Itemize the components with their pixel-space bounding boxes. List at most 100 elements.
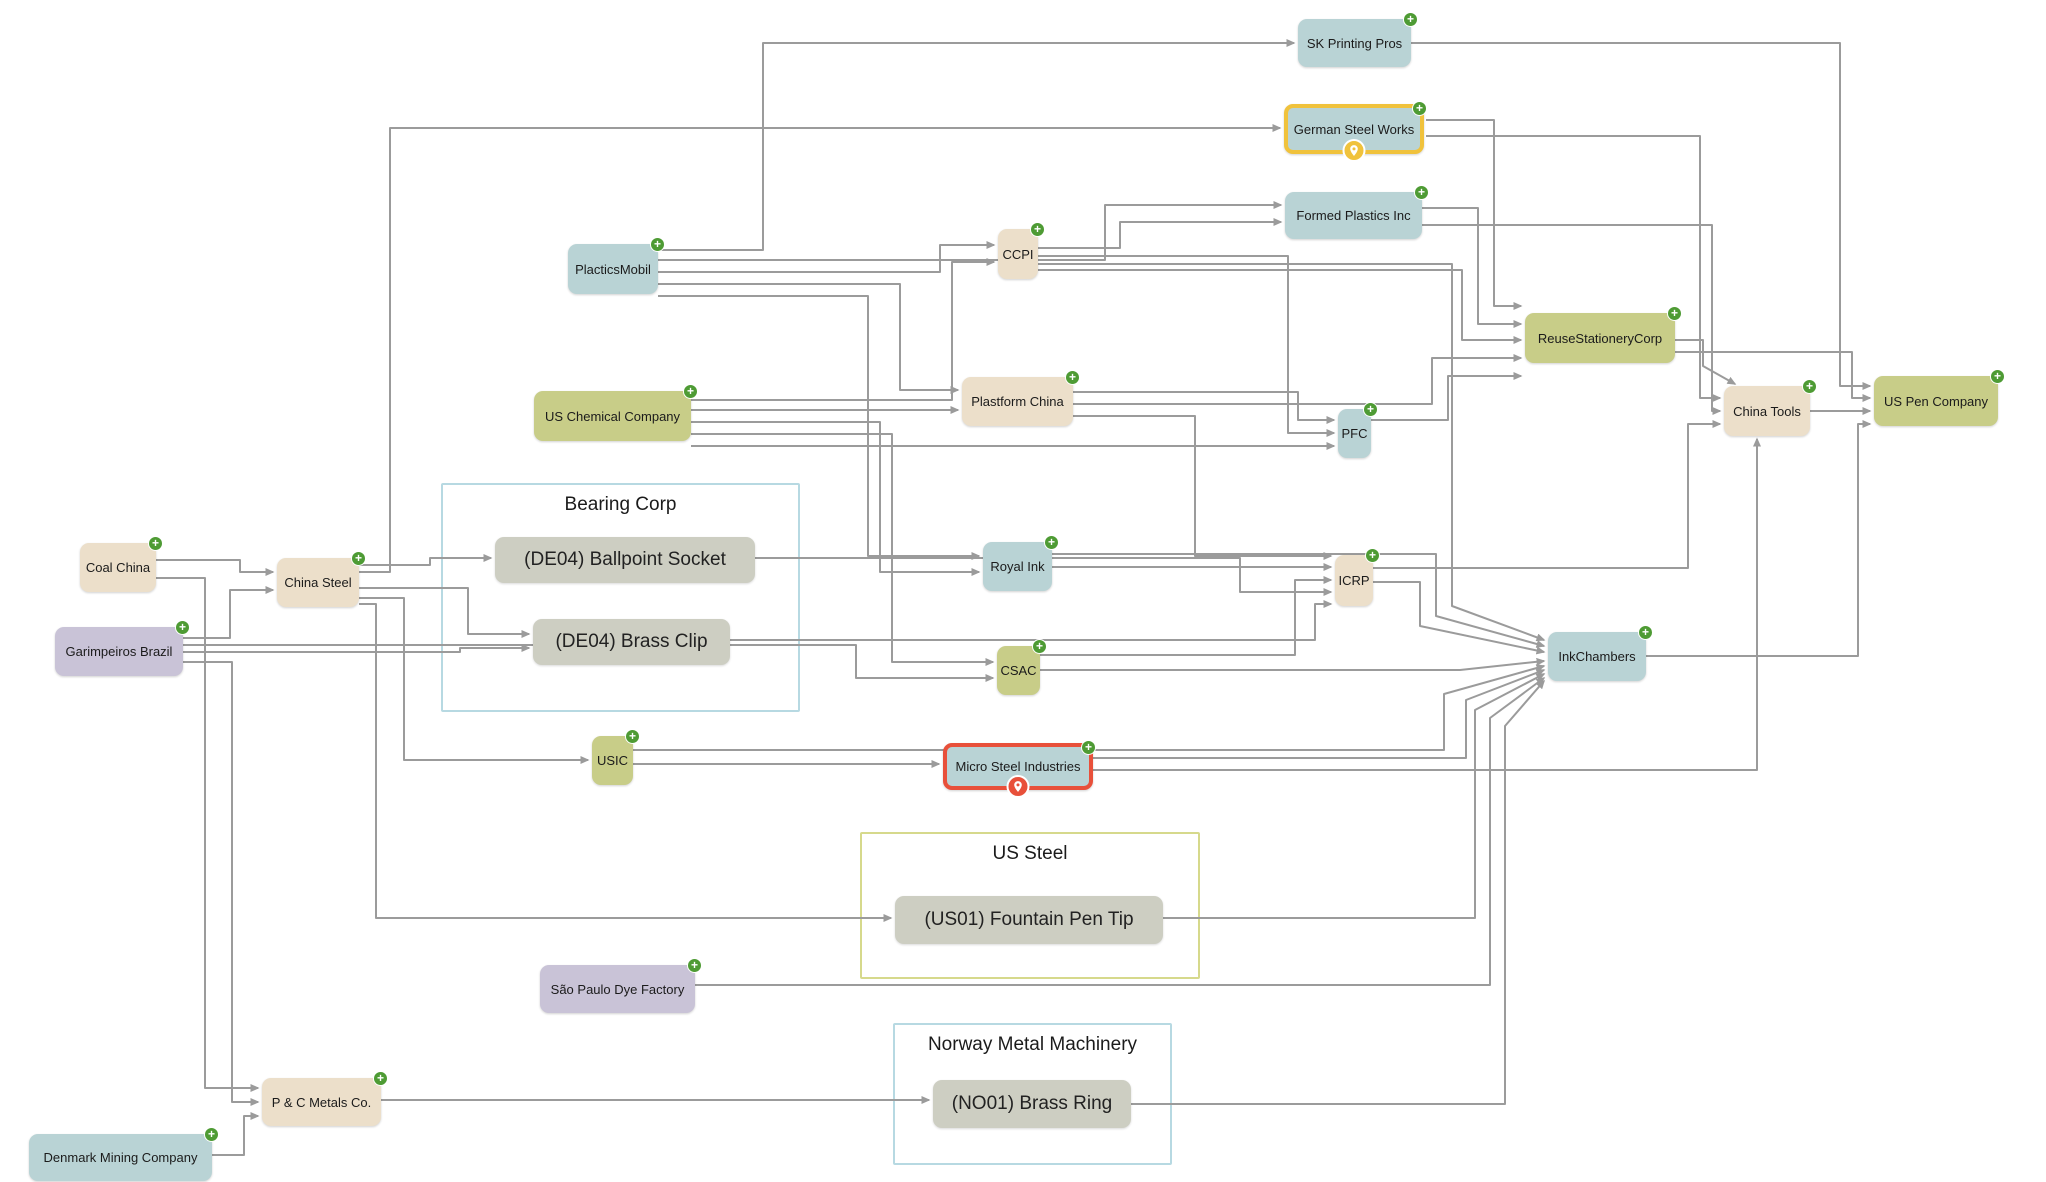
node-brass-ring[interactable]: (NO01) Brass Ring bbox=[933, 1080, 1131, 1128]
edge-china-steel-to-ballpoint-socket bbox=[359, 554, 493, 566]
node-label-sao-paulo-dye-factory: São Paulo Dye Factory bbox=[550, 981, 685, 997]
add-connection-icon[interactable]: + bbox=[1363, 402, 1378, 417]
node-coal-china[interactable]: Coal China + bbox=[80, 536, 163, 592]
node-sk-printing-pros[interactable]: SK Printing Pros+ bbox=[1298, 12, 1418, 67]
edge-icrp-to-inkchambers bbox=[1373, 581, 1546, 655]
node-fountain-pen-tip[interactable]: (US01) Fountain Pen Tip bbox=[895, 896, 1163, 944]
node-pfc[interactable]: PFC + bbox=[1338, 402, 1378, 458]
node-royal-ink[interactable]: Royal Ink+ bbox=[983, 535, 1059, 591]
group-bearing-corp: Bearing Corp bbox=[441, 483, 800, 712]
add-connection-icon[interactable]: + bbox=[683, 384, 698, 399]
add-connection-icon[interactable]: + bbox=[1802, 379, 1817, 394]
node-us-chemical-company[interactable]: US Chemical Company+ bbox=[534, 384, 698, 441]
edge-brass-clip-to-icrp bbox=[730, 600, 1333, 641]
add-connection-icon[interactable]: + bbox=[1638, 625, 1653, 640]
add-connection-icon[interactable]: + bbox=[1030, 222, 1045, 237]
edge-sk-printing-pros-to-us-pen-company bbox=[1411, 42, 1872, 390]
node-garimpeiros-brazil[interactable]: Garimpeiros Brazil+ bbox=[55, 620, 190, 676]
edge-plastform-china-to-reusestationerycorp bbox=[1073, 354, 1523, 405]
node-ballpoint-socket[interactable]: (DE04) Ballpoint Socket bbox=[495, 537, 755, 583]
edge-csac-to-inkchambers bbox=[1040, 657, 1546, 671]
node-usic[interactable]: USIC+ bbox=[592, 729, 640, 785]
edge-sao-paulo-dye-factory-to-inkchambers bbox=[695, 677, 1546, 986]
add-connection-icon[interactable]: + bbox=[1667, 306, 1682, 321]
node-label-brass-ring: (NO01) Brass Ring bbox=[951, 1093, 1113, 1114]
node-label-fountain-pen-tip: (US01) Fountain Pen Tip bbox=[924, 909, 1134, 930]
edge-garimpeiros-brazil-to-china-steel bbox=[183, 586, 275, 639]
node-german-steel-works[interactable]: German Steel Works + bbox=[1284, 101, 1427, 162]
node-reusestationerycorp[interactable]: ReuseStationeryCorp+ bbox=[1525, 306, 1682, 363]
add-connection-icon[interactable]: + bbox=[373, 1071, 388, 1086]
node-label-micro-steel-industries: Micro Steel Industries bbox=[955, 759, 1081, 774]
node-china-steel[interactable]: China Steel + bbox=[277, 551, 366, 607]
add-connection-icon[interactable]: + bbox=[1403, 12, 1418, 27]
add-connection-icon[interactable]: + bbox=[175, 620, 190, 635]
node-china-tools[interactable]: China Tools+ bbox=[1724, 379, 1817, 436]
node-label-ballpoint-socket: (DE04) Ballpoint Socket bbox=[524, 549, 726, 570]
edge-icrp-to-china-tools bbox=[1373, 420, 1722, 569]
node-label-inkchambers: InkChambers bbox=[1558, 649, 1636, 664]
add-connection-icon[interactable]: + bbox=[1990, 369, 2005, 384]
node-icrp[interactable]: ICRP+ bbox=[1335, 548, 1380, 606]
add-connection-icon[interactable]: + bbox=[148, 536, 163, 551]
edge-placticsmobil-to-sk-printing-pros bbox=[658, 39, 1296, 251]
add-connection-icon[interactable]: + bbox=[1412, 101, 1427, 116]
edge-china-steel-to-brass-clip bbox=[359, 587, 531, 638]
node-formed-plastics-inc[interactable]: Formed Plastics Inc+ bbox=[1285, 185, 1429, 239]
add-connection-icon[interactable]: + bbox=[1044, 535, 1059, 550]
edge-china-steel-to-fountain-pen-tip bbox=[359, 603, 893, 922]
node-label-brass-clip: (DE04) Brass Clip bbox=[555, 631, 708, 652]
add-connection-icon[interactable]: + bbox=[1065, 370, 1080, 385]
edge-plastform-china-to-icrp bbox=[1073, 415, 1333, 560]
edge-china-steel-to-usic bbox=[359, 597, 590, 764]
edge-brass-ring-to-inkchambers bbox=[1131, 679, 1545, 1105]
edge-placticsmobil-to-ccpi bbox=[658, 241, 996, 273]
node-label-us-pen-company: US Pen Company bbox=[1883, 393, 1989, 409]
node-sao-paulo-dye-factory[interactable]: São Paulo Dye Factory+ bbox=[540, 958, 702, 1013]
node-placticsmobil[interactable]: PlacticsMobil+ bbox=[568, 237, 665, 294]
node-denmark-mining-company[interactable]: Denmark Mining Company+ bbox=[29, 1127, 219, 1181]
group-norway-metal-machinery: Norway Metal Machinery bbox=[893, 1023, 1172, 1165]
node-label-german-steel-works: German Steel Works bbox=[1293, 121, 1415, 137]
node-csac[interactable]: CSAC+ bbox=[997, 639, 1047, 695]
node-us-pen-company[interactable]: US Pen Company+ bbox=[1874, 369, 2005, 426]
node-label-sk-printing-pros: SK Printing Pros bbox=[1306, 35, 1403, 51]
edge-plastform-china-to-pfc bbox=[1073, 391, 1336, 424]
node-label-ccpi: CCPI bbox=[1002, 246, 1034, 262]
node-label-us-chemical-company: US Chemical Company bbox=[544, 408, 681, 424]
edge-placticsmobil-to-formed-plastics-inc bbox=[658, 201, 1283, 261]
add-connection-icon[interactable]: + bbox=[650, 237, 665, 252]
node-brass-clip[interactable]: (DE04) Brass Clip bbox=[533, 619, 730, 665]
node-micro-steel-industries[interactable]: Micro Steel Industries+ bbox=[943, 740, 1096, 798]
node-plastform-china[interactable]: Plastform China+ bbox=[962, 370, 1080, 426]
add-connection-icon[interactable]: + bbox=[625, 729, 640, 744]
edge-reusestationerycorp-to-china-tools bbox=[1675, 339, 1737, 385]
add-connection-icon[interactable]: + bbox=[1081, 740, 1096, 755]
edge-german-steel-works-to-reusestationerycorp bbox=[1426, 119, 1523, 310]
edge-us-chemical-company-to-royal-ink bbox=[691, 421, 981, 576]
node-label-garimpeiros-brazil: Garimpeiros Brazil bbox=[65, 644, 173, 659]
add-connection-icon[interactable]: + bbox=[1414, 185, 1429, 200]
node-label-china-steel: China Steel bbox=[284, 575, 352, 590]
add-connection-icon[interactable]: + bbox=[351, 551, 366, 566]
node-inkchambers[interactable]: InkChambers+ bbox=[1548, 625, 1653, 681]
add-connection-icon[interactable]: + bbox=[1365, 548, 1380, 563]
group-title-us-steel: US Steel bbox=[992, 843, 1068, 864]
node-ccpi[interactable]: CCPI + bbox=[998, 222, 1045, 279]
edge-ccpi-to-formed-plastics-inc bbox=[1038, 218, 1283, 249]
node-label-pfc: PFC bbox=[1341, 426, 1368, 441]
group-title-bearing-corp: Bearing Corp bbox=[564, 494, 677, 515]
node-p-c-metals[interactable]: P & C Metals Co.+ bbox=[262, 1071, 388, 1126]
node-label-china-tools: China Tools bbox=[1733, 403, 1801, 419]
add-connection-icon[interactable]: + bbox=[687, 958, 702, 973]
add-connection-icon[interactable]: + bbox=[204, 1127, 219, 1142]
node-label-coal-china: Coal China bbox=[85, 560, 151, 575]
edge-placticsmobil-to-royal-ink bbox=[658, 295, 981, 560]
add-connection-icon[interactable]: + bbox=[1032, 639, 1047, 654]
group-us-steel: US Steel bbox=[860, 832, 1200, 979]
red-location-pin-icon bbox=[1006, 775, 1030, 798]
edge-fountain-pen-tip-to-inkchambers bbox=[1163, 673, 1546, 919]
edge-ccpi-to-inkchambers bbox=[1038, 263, 1546, 642]
